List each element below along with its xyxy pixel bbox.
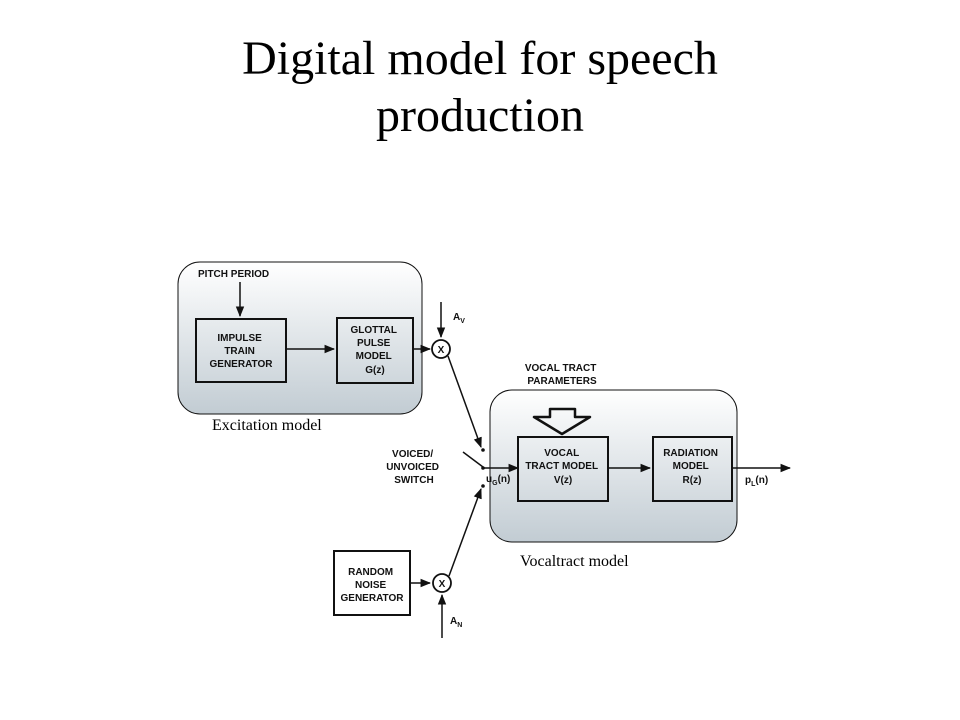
- title-line-1: Digital model for speech: [242, 32, 718, 85]
- impulse-train-block: [195, 318, 287, 383]
- vocaltract-caption: Vocaltract model: [520, 553, 629, 570]
- voiced-multiplier-symbol: X: [438, 345, 445, 356]
- switch-label: VOICED/ UNVOICED SWITCH: [386, 449, 442, 486]
- impulse-train-label: IMPULSE TRAIN GENERATOR: [210, 333, 274, 370]
- radiation-block: [652, 436, 733, 502]
- pitch-period-label: PITCH PERIOD: [198, 269, 269, 280]
- an-label: AN: [450, 616, 462, 629]
- title-line-2: production: [376, 89, 584, 142]
- parameters-input-arrow: [532, 407, 592, 436]
- unvoiced-path-arrow: [448, 488, 482, 577]
- vocal-tract-parameters-label: VOCAL TRACT PARAMETERS: [525, 363, 599, 387]
- vocal-tract-block: [517, 436, 609, 502]
- vocal-tract-label: VOCAL TRACT MODEL V(z): [525, 448, 600, 486]
- glottal-pulse-label: GLOTTAL PULSE MODEL G(z): [350, 325, 399, 376]
- unvoiced-multiplier-symbol: X: [439, 579, 446, 590]
- glottal-pulse-block: [336, 317, 414, 384]
- unvoiced-switch-contact: [481, 484, 485, 488]
- voiced-multiplier: [431, 339, 451, 359]
- random-noise-label: RANDOM NOISE GENERATOR: [341, 567, 405, 604]
- slide-title: Digital model for speech production: [0, 30, 960, 144]
- av-label: AV: [453, 312, 465, 325]
- excitation-panel: [177, 261, 423, 415]
- voiced-path-arrow: [447, 355, 482, 448]
- voiced-switch-contact: [481, 448, 485, 452]
- excitation-caption: Excitation model: [212, 417, 322, 434]
- unvoiced-multiplier: [432, 573, 452, 593]
- ug-label: uG(n): [486, 474, 510, 487]
- pl-output-label: pL(n): [745, 475, 768, 488]
- radiation-label: RADIATION MODEL R(z): [663, 448, 721, 486]
- switch-lever: [462, 451, 484, 468]
